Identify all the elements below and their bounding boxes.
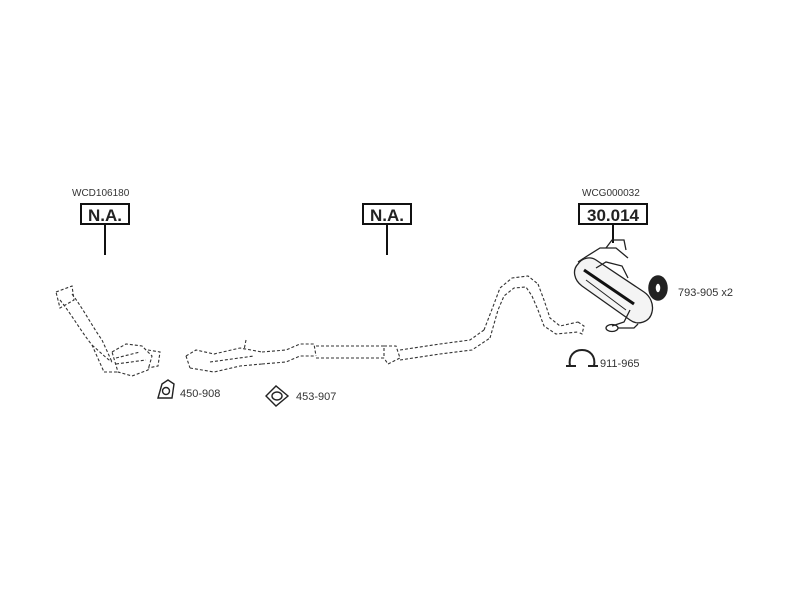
middle-pipe[interactable] xyxy=(185,275,585,373)
front-section-code: WCD106180 xyxy=(72,188,130,199)
part-number-450-908[interactable]: 450-908 xyxy=(180,388,221,400)
gasket-453-907-icon[interactable] xyxy=(265,385,290,407)
rear-section-leader xyxy=(612,225,614,243)
rubber-mount-793-905-icon[interactable] xyxy=(648,275,668,301)
front-section-article[interactable]: N.A. xyxy=(80,203,130,225)
part-number-453-907[interactable]: 453-907 xyxy=(296,391,337,403)
rear-section-code: WCG000032 xyxy=(582,188,640,199)
part-number-911-965[interactable]: 911-965 xyxy=(600,358,640,370)
rear-section-article[interactable]: 30.014 xyxy=(578,203,648,225)
front-section-leader xyxy=(104,225,106,255)
front-pipe[interactable] xyxy=(55,285,161,377)
clamp-911-965-icon[interactable] xyxy=(566,348,598,367)
middle-section-article[interactable]: N.A. xyxy=(362,203,412,225)
part-number-793-905[interactable]: 793-905 x2 xyxy=(678,287,734,299)
gasket-450-908-icon[interactable] xyxy=(157,379,175,399)
middle-section-leader xyxy=(386,225,388,255)
rear-silencer[interactable] xyxy=(573,239,654,333)
